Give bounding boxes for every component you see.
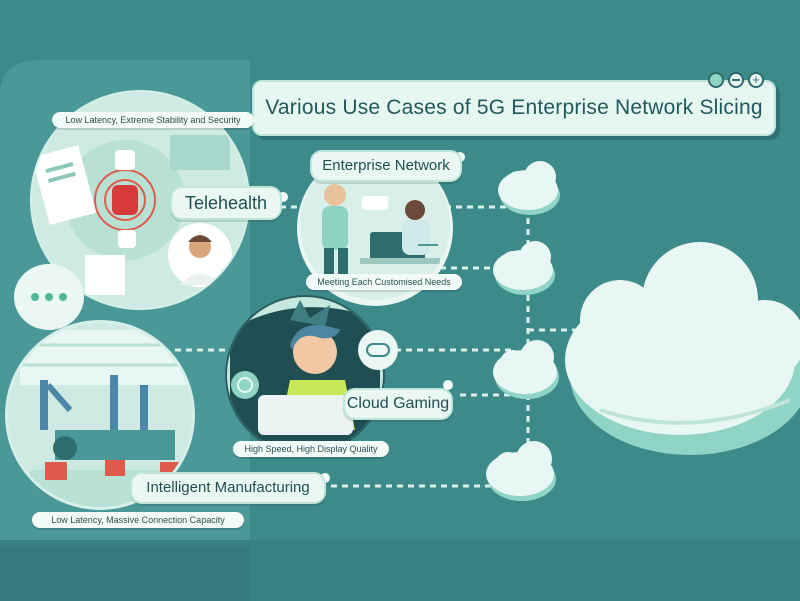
cloud-icon: [486, 441, 556, 501]
manufacturing-subtitle: Low Latency, Massive Connection Capacity: [32, 512, 244, 528]
main-cloud-icon: [565, 242, 800, 455]
gaming-scene: [225, 295, 398, 455]
cloud-gaming-label: Cloud Gaming: [343, 388, 453, 420]
telehealth-label: Telehealth: [170, 186, 282, 220]
cloud-icon: [498, 161, 560, 215]
enterprise-subtitle: Meeting Each Customised Needs: [306, 274, 462, 290]
manufacturing-label: Intelligent Manufacturing: [130, 472, 326, 504]
gamepad-icon: [358, 330, 398, 370]
diagram-title: Various Use Cases of 5G Enterprise Netwo…: [252, 80, 776, 136]
target-icon: [231, 371, 259, 399]
telehealth-subtitle: Low Latency, Extreme Stability and Secur…: [52, 112, 254, 128]
enterprise-label: Enterprise Network: [310, 150, 462, 182]
cloud-icon: [493, 340, 559, 399]
minus-icon[interactable]: [728, 72, 744, 88]
plus-icon[interactable]: +: [748, 72, 764, 88]
cloud-icon: [493, 241, 555, 295]
more-dots-icon[interactable]: [14, 264, 84, 330]
cloud-gaming-subtitle: High Speed, High Display Quality: [233, 441, 389, 457]
window-dot-icon[interactable]: [708, 72, 724, 88]
